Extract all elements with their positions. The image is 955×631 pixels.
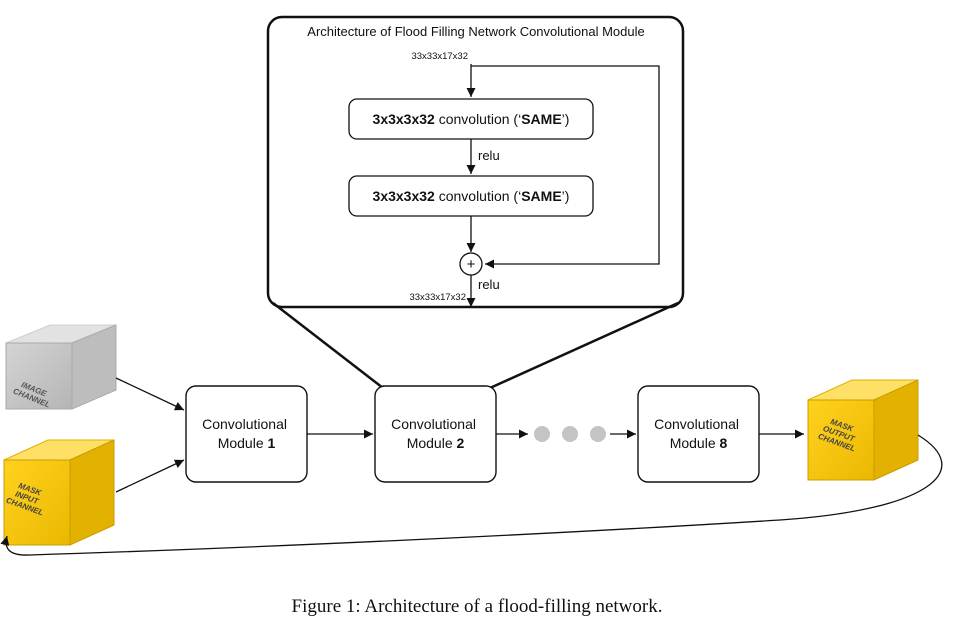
detail-panel xyxy=(266,15,685,309)
figure-caption: Figure 1: Architecture of a flood-fillin… xyxy=(292,596,663,617)
module-1-box xyxy=(185,385,308,483)
ellipsis-dot-1 xyxy=(534,426,550,442)
mask-output-cube: MASK OUTPUT CHANNEL xyxy=(807,379,919,481)
module-1-label: Convolutional Module 1 xyxy=(202,416,291,451)
skip-connection xyxy=(471,65,660,269)
mask-to-module1-arrow xyxy=(115,459,185,493)
ellipsis-dot-3 xyxy=(590,426,606,442)
image-channel-cube: IMAGE CHANNEL xyxy=(5,324,117,410)
ellipsis-dot-2 xyxy=(562,426,578,442)
module-2-box xyxy=(374,385,497,483)
zoom-line-right xyxy=(489,301,679,390)
input-shape-label: 33x33x17x32 xyxy=(411,51,468,62)
module-8-box xyxy=(637,385,760,483)
detail-title: Architecture of Flood Filling Network Co… xyxy=(307,24,644,39)
conv2-label: 3x3x3x32 convolution (‘SAME’) xyxy=(373,188,570,204)
feedback-loop-arrow xyxy=(0,434,943,556)
add-symbol: + xyxy=(467,256,476,273)
conv1-label: 3x3x3x32 convolution (‘SAME’) xyxy=(373,111,570,127)
relu-mid-label: relu xyxy=(478,148,500,163)
mask-input-cube: MASK INPUT CHANNEL xyxy=(3,439,115,546)
image-to-module1-arrow xyxy=(115,377,185,411)
module-8-label: Convolutional Module 8 xyxy=(654,416,743,451)
output-shape-label: 33x33x17x32 xyxy=(409,292,466,303)
relu-out-label: relu xyxy=(478,277,500,292)
module-2-label: Convolutional Module 2 xyxy=(391,416,480,451)
zoom-line-left xyxy=(272,302,384,389)
